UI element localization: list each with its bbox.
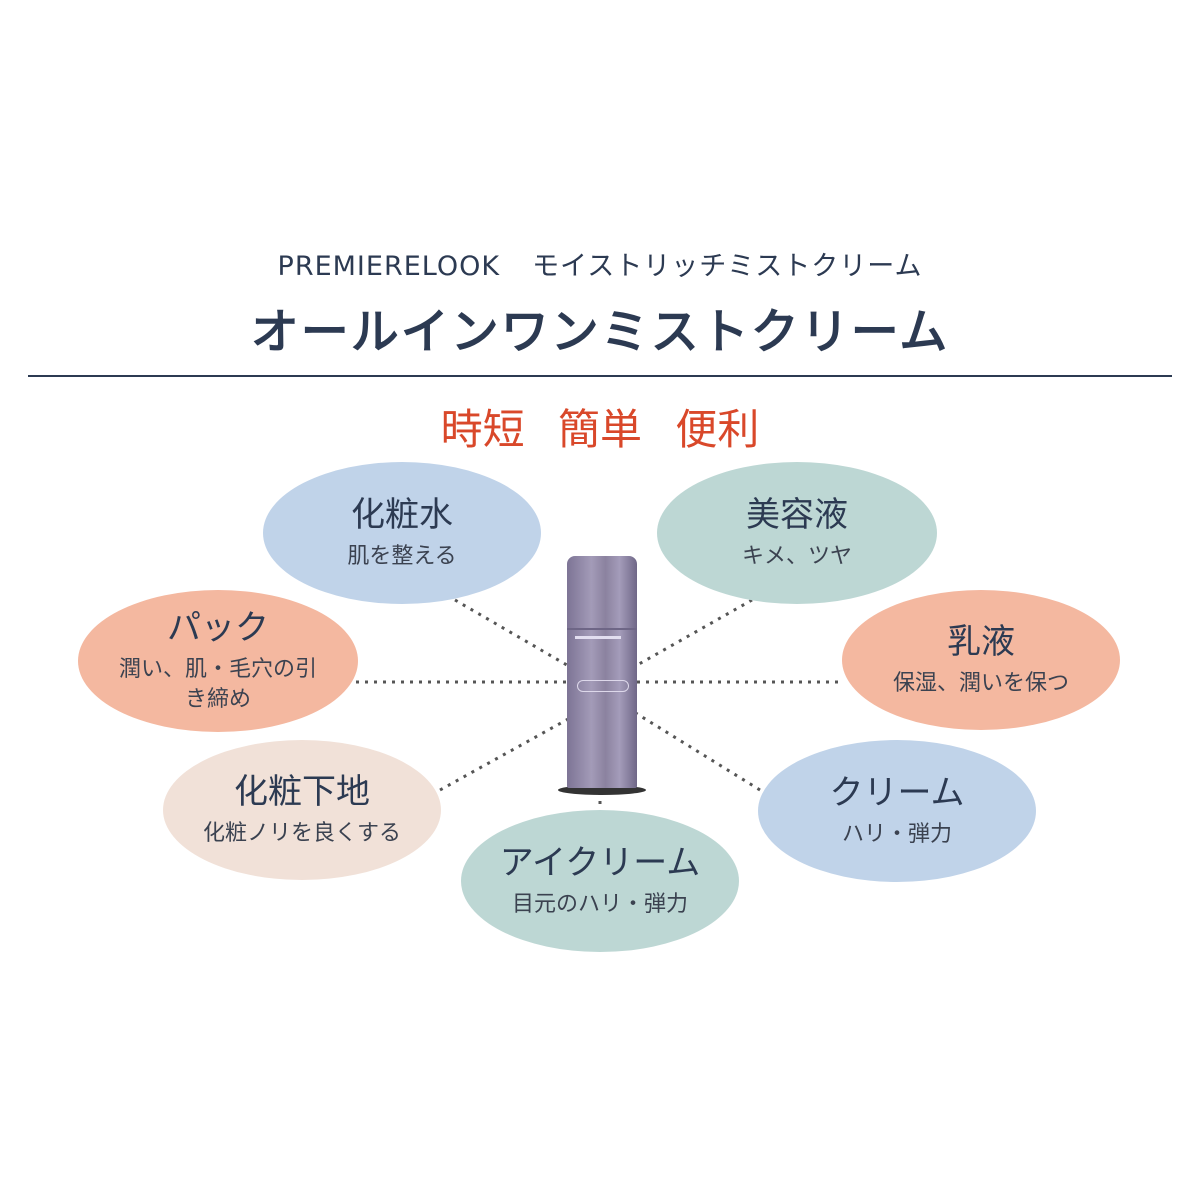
function-name: アイクリーム — [499, 843, 701, 883]
page-title: オールインワンミストクリーム — [250, 304, 950, 360]
function-name: パック — [167, 608, 269, 648]
product-name: モイストリッチミストクリーム — [532, 251, 923, 282]
function-name: クリーム — [829, 773, 965, 813]
tagline-word: 時短 — [440, 405, 525, 454]
connector-line — [633, 710, 761, 792]
function-name: 美容液 — [746, 495, 848, 535]
function-bubble-eye-cream: アイクリーム目元のハリ・弾力 — [461, 810, 739, 952]
function-name: 化粧下地 — [234, 772, 370, 812]
tagline-word: 便利 — [675, 405, 760, 454]
function-desc: 化粧ノリを良くする — [202, 821, 401, 846]
function-desc: 目元のハリ・弾力 — [511, 892, 688, 917]
tagline: 時短 簡単 便利 — [0, 396, 1200, 457]
bottle-cap — [567, 556, 637, 630]
function-bubble-primer: 化粧下地化粧ノリを良くする — [163, 740, 441, 880]
bottle-stripe — [575, 636, 621, 639]
function-bubble-emulsion: 乳液保湿、潤いを保つ — [842, 590, 1120, 730]
function-name: 乳液 — [947, 622, 1015, 662]
connector-line — [454, 598, 573, 670]
function-bubble-serum: 美容液キメ、ツヤ — [657, 462, 937, 604]
subtitle: PREMIERELOOK モイストリッチミストクリーム — [0, 244, 1200, 283]
function-desc: 保湿、潤いを保つ — [892, 671, 1069, 696]
function-desc: 潤い、肌・毛穴の引き締め — [118, 657, 317, 712]
tagline-word: 簡単 — [557, 405, 642, 454]
product-bottle-image — [567, 556, 637, 788]
function-desc: 肌を整える — [347, 544, 457, 569]
function-bubble-pack: パック潤い、肌・毛穴の引き締め — [78, 590, 358, 732]
brand-name: PREMIERELOOK — [277, 251, 501, 282]
function-desc: キメ、ツヤ — [741, 544, 852, 569]
function-bubble-toner: 化粧水肌を整える — [263, 462, 541, 604]
connector-line — [631, 598, 753, 670]
bottle-logo — [577, 680, 629, 692]
bottle-shadow — [558, 785, 646, 795]
function-name: 化粧水 — [351, 495, 453, 535]
divider — [28, 375, 1172, 377]
function-bubble-cream: クリームハリ・弾力 — [758, 740, 1036, 882]
connector-line — [439, 716, 571, 792]
function-desc: ハリ・弾力 — [841, 822, 952, 847]
